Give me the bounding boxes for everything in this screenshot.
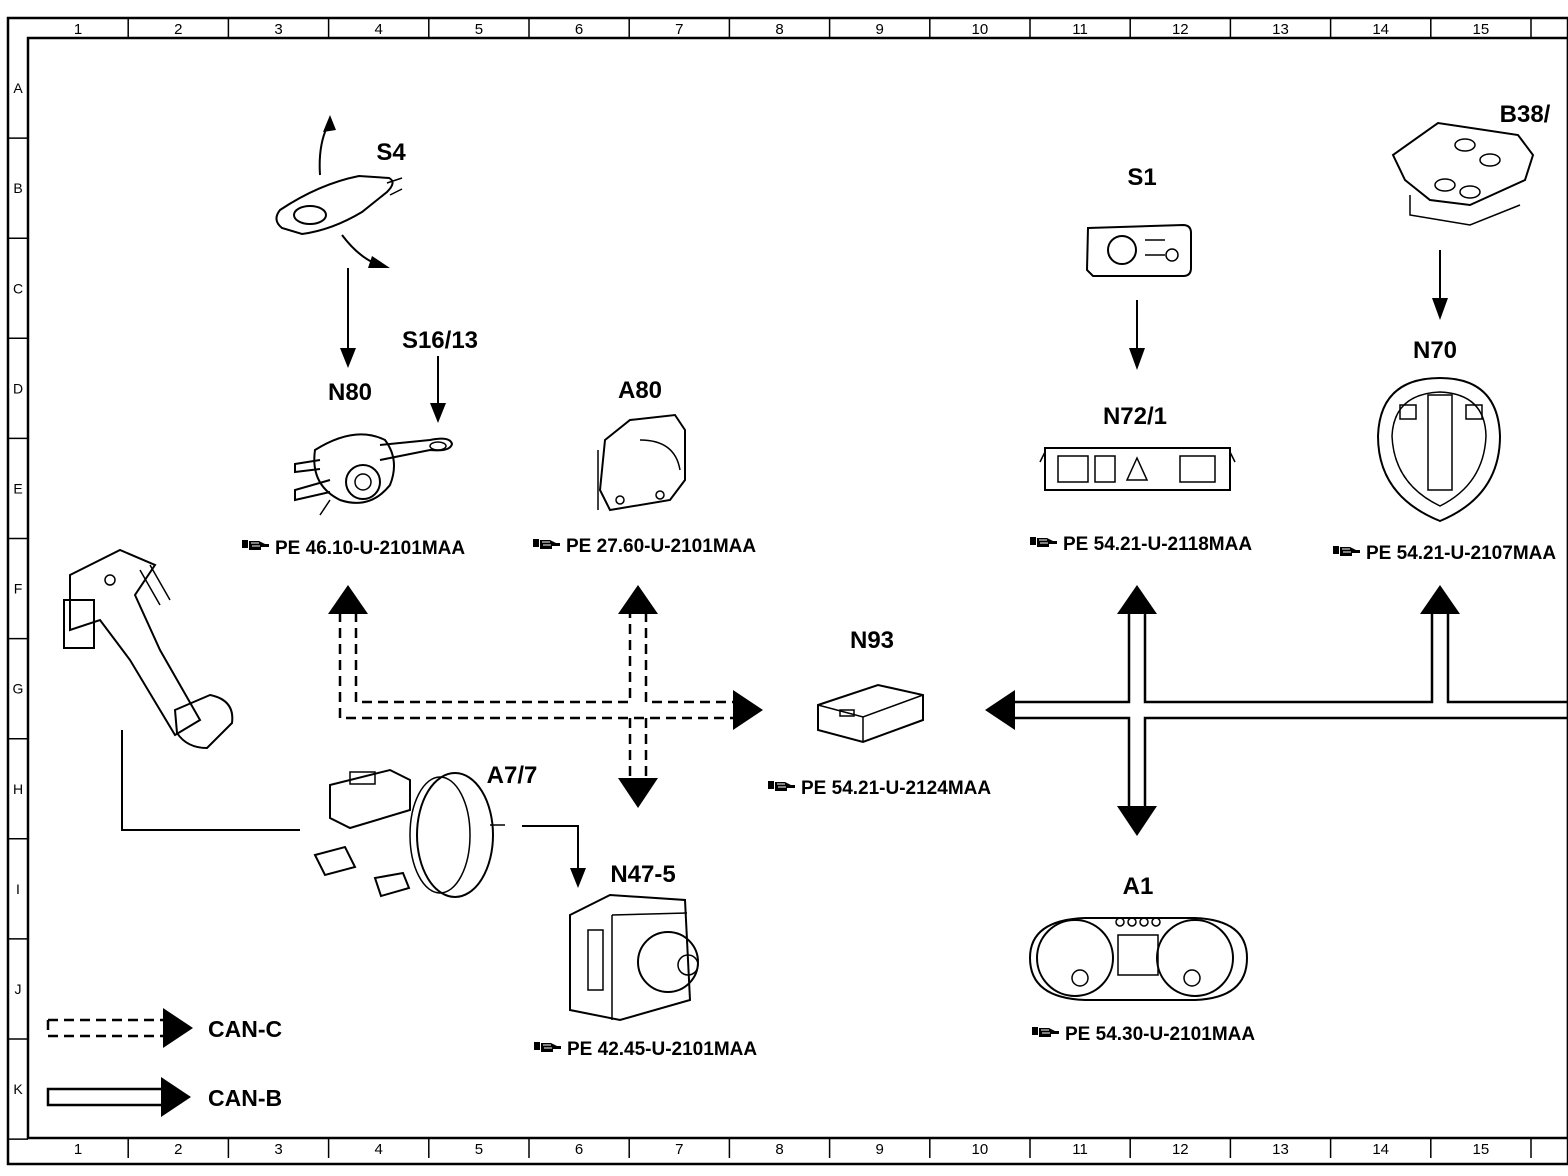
column-number: 5: [475, 21, 483, 38]
column-number: 13: [1272, 1141, 1289, 1158]
can-b-arrow-n93: [985, 690, 1015, 730]
a80-label: A80: [618, 377, 662, 404]
n72-1-control-panel: [1039, 447, 1236, 491]
column-number: 2: [174, 21, 182, 38]
s4-combination-switch-stalk: [275, 115, 403, 368]
column-number: 11: [1072, 21, 1088, 38]
row-letter: I: [16, 881, 20, 897]
n80-ref: PE 46.10-U-2101MAA: [275, 538, 465, 559]
can-b-arrow-a1: [1117, 806, 1157, 836]
legend-can-c: CAN-C: [208, 1016, 282, 1042]
n93-central-gateway: [817, 683, 924, 744]
n70-ref: PE 54.21-U-2107MAA: [1366, 543, 1556, 564]
b38-rain-light-sensor: [1391, 121, 1535, 226]
a80-ref: PE 27.60-U-2101MAA: [566, 536, 756, 557]
a1-label: A1: [1123, 873, 1154, 900]
column-number: 7: [675, 1141, 683, 1158]
column-number: 5: [475, 1141, 483, 1158]
row-letter: A: [13, 80, 23, 96]
n47-5-ref: PE 42.45-U-2101MAA: [567, 1039, 757, 1060]
column-number: 2: [174, 1141, 182, 1158]
column-number: 15: [1473, 1141, 1490, 1158]
n93-label: N93: [850, 627, 894, 654]
row-letter: J: [15, 981, 22, 997]
column-number: 1: [74, 1141, 82, 1158]
row-letter: G: [13, 681, 24, 697]
column-number: 15: [1473, 21, 1490, 38]
column-number: 6: [575, 1141, 583, 1158]
row-letter: B: [13, 180, 22, 196]
column-number: 9: [876, 1141, 884, 1158]
column-number: 11: [1072, 1141, 1088, 1158]
can-c-arrow-n47-5: [618, 778, 658, 808]
can-b-arrow-n72-1: [1117, 585, 1157, 614]
s16-13-label: S16/13: [402, 327, 478, 354]
n72-1-ref: PE 54.21-U-2118MAA: [1063, 534, 1252, 555]
b38-label: B38/: [1500, 101, 1551, 128]
column-number: 4: [375, 1141, 383, 1158]
ref-hand-icon: [532, 538, 561, 550]
column-number: 6: [575, 21, 583, 38]
ref-hand-icon: [533, 1041, 562, 1053]
a7-7-label: A7/7: [487, 762, 538, 789]
column-number: 13: [1272, 21, 1289, 38]
can-c-arrow-n93: [733, 690, 763, 730]
s1-light-switch: [1085, 223, 1192, 277]
n72-1-label: N72/1: [1103, 403, 1167, 430]
n47-5-label: N47-5: [610, 861, 675, 888]
row-letter: D: [13, 380, 23, 396]
row-letter: E: [13, 480, 22, 496]
n70-label: N70: [1413, 337, 1457, 364]
column-number: 3: [274, 1141, 282, 1158]
column-number: 10: [972, 1141, 989, 1158]
brake-pedal: [63, 548, 234, 750]
legend: CAN-C CAN-B: [46, 1008, 282, 1117]
column-number: 7: [675, 21, 683, 38]
a7-7-brake-booster: [313, 768, 505, 898]
column-number: 3: [274, 21, 282, 38]
ref-hand-icon: [1031, 1026, 1060, 1038]
row-letter: C: [13, 280, 23, 296]
column-number: 8: [775, 1141, 783, 1158]
n47-5-esp-control-unit: [569, 893, 699, 1022]
n80-steering-column-module: [294, 433, 454, 516]
column-number: 8: [775, 21, 783, 38]
row-letter: K: [13, 1081, 23, 1097]
a1-instrument-cluster: [1028, 917, 1249, 1001]
row-ruler: ABCDEFGHIJKL: [8, 80, 28, 1140]
s1-label: S1: [1127, 164, 1156, 191]
pedal-link-line: [121, 730, 300, 831]
row-letter: H: [13, 781, 23, 797]
ref-hand-icon: [241, 539, 270, 551]
can-b-bus: [985, 585, 1568, 836]
n80-label: N80: [328, 379, 372, 406]
can-b-arrow-n70: [1420, 585, 1460, 614]
column-number: 1: [74, 21, 82, 38]
ref-hand-icon: [767, 780, 796, 792]
can-c-bus: [328, 585, 763, 808]
s4-label: S4: [376, 139, 406, 166]
column-number: 9: [876, 21, 884, 38]
column-number: 4: [375, 21, 383, 38]
n70-overhead-control-panel: [1376, 376, 1502, 523]
column-number: 12: [1172, 1141, 1189, 1158]
n93-ref: PE 54.21-U-2124MAA: [801, 778, 991, 799]
column-number: 14: [1372, 1141, 1389, 1158]
column-number: 12: [1172, 21, 1189, 38]
column-number: 10: [972, 21, 989, 38]
ref-hand-icon: [1332, 545, 1361, 557]
a1-ref: PE 54.30-U-2101MAA: [1065, 1024, 1255, 1045]
can-c-arrow-a80: [618, 585, 658, 614]
row-letter: F: [14, 581, 23, 597]
column-number: 14: [1372, 21, 1389, 38]
ref-hand-icon: [1029, 536, 1058, 548]
can-c-arrow-n80: [328, 585, 368, 614]
a80-steering-lock-module: [597, 413, 686, 512]
legend-can-b: CAN-B: [208, 1085, 282, 1111]
